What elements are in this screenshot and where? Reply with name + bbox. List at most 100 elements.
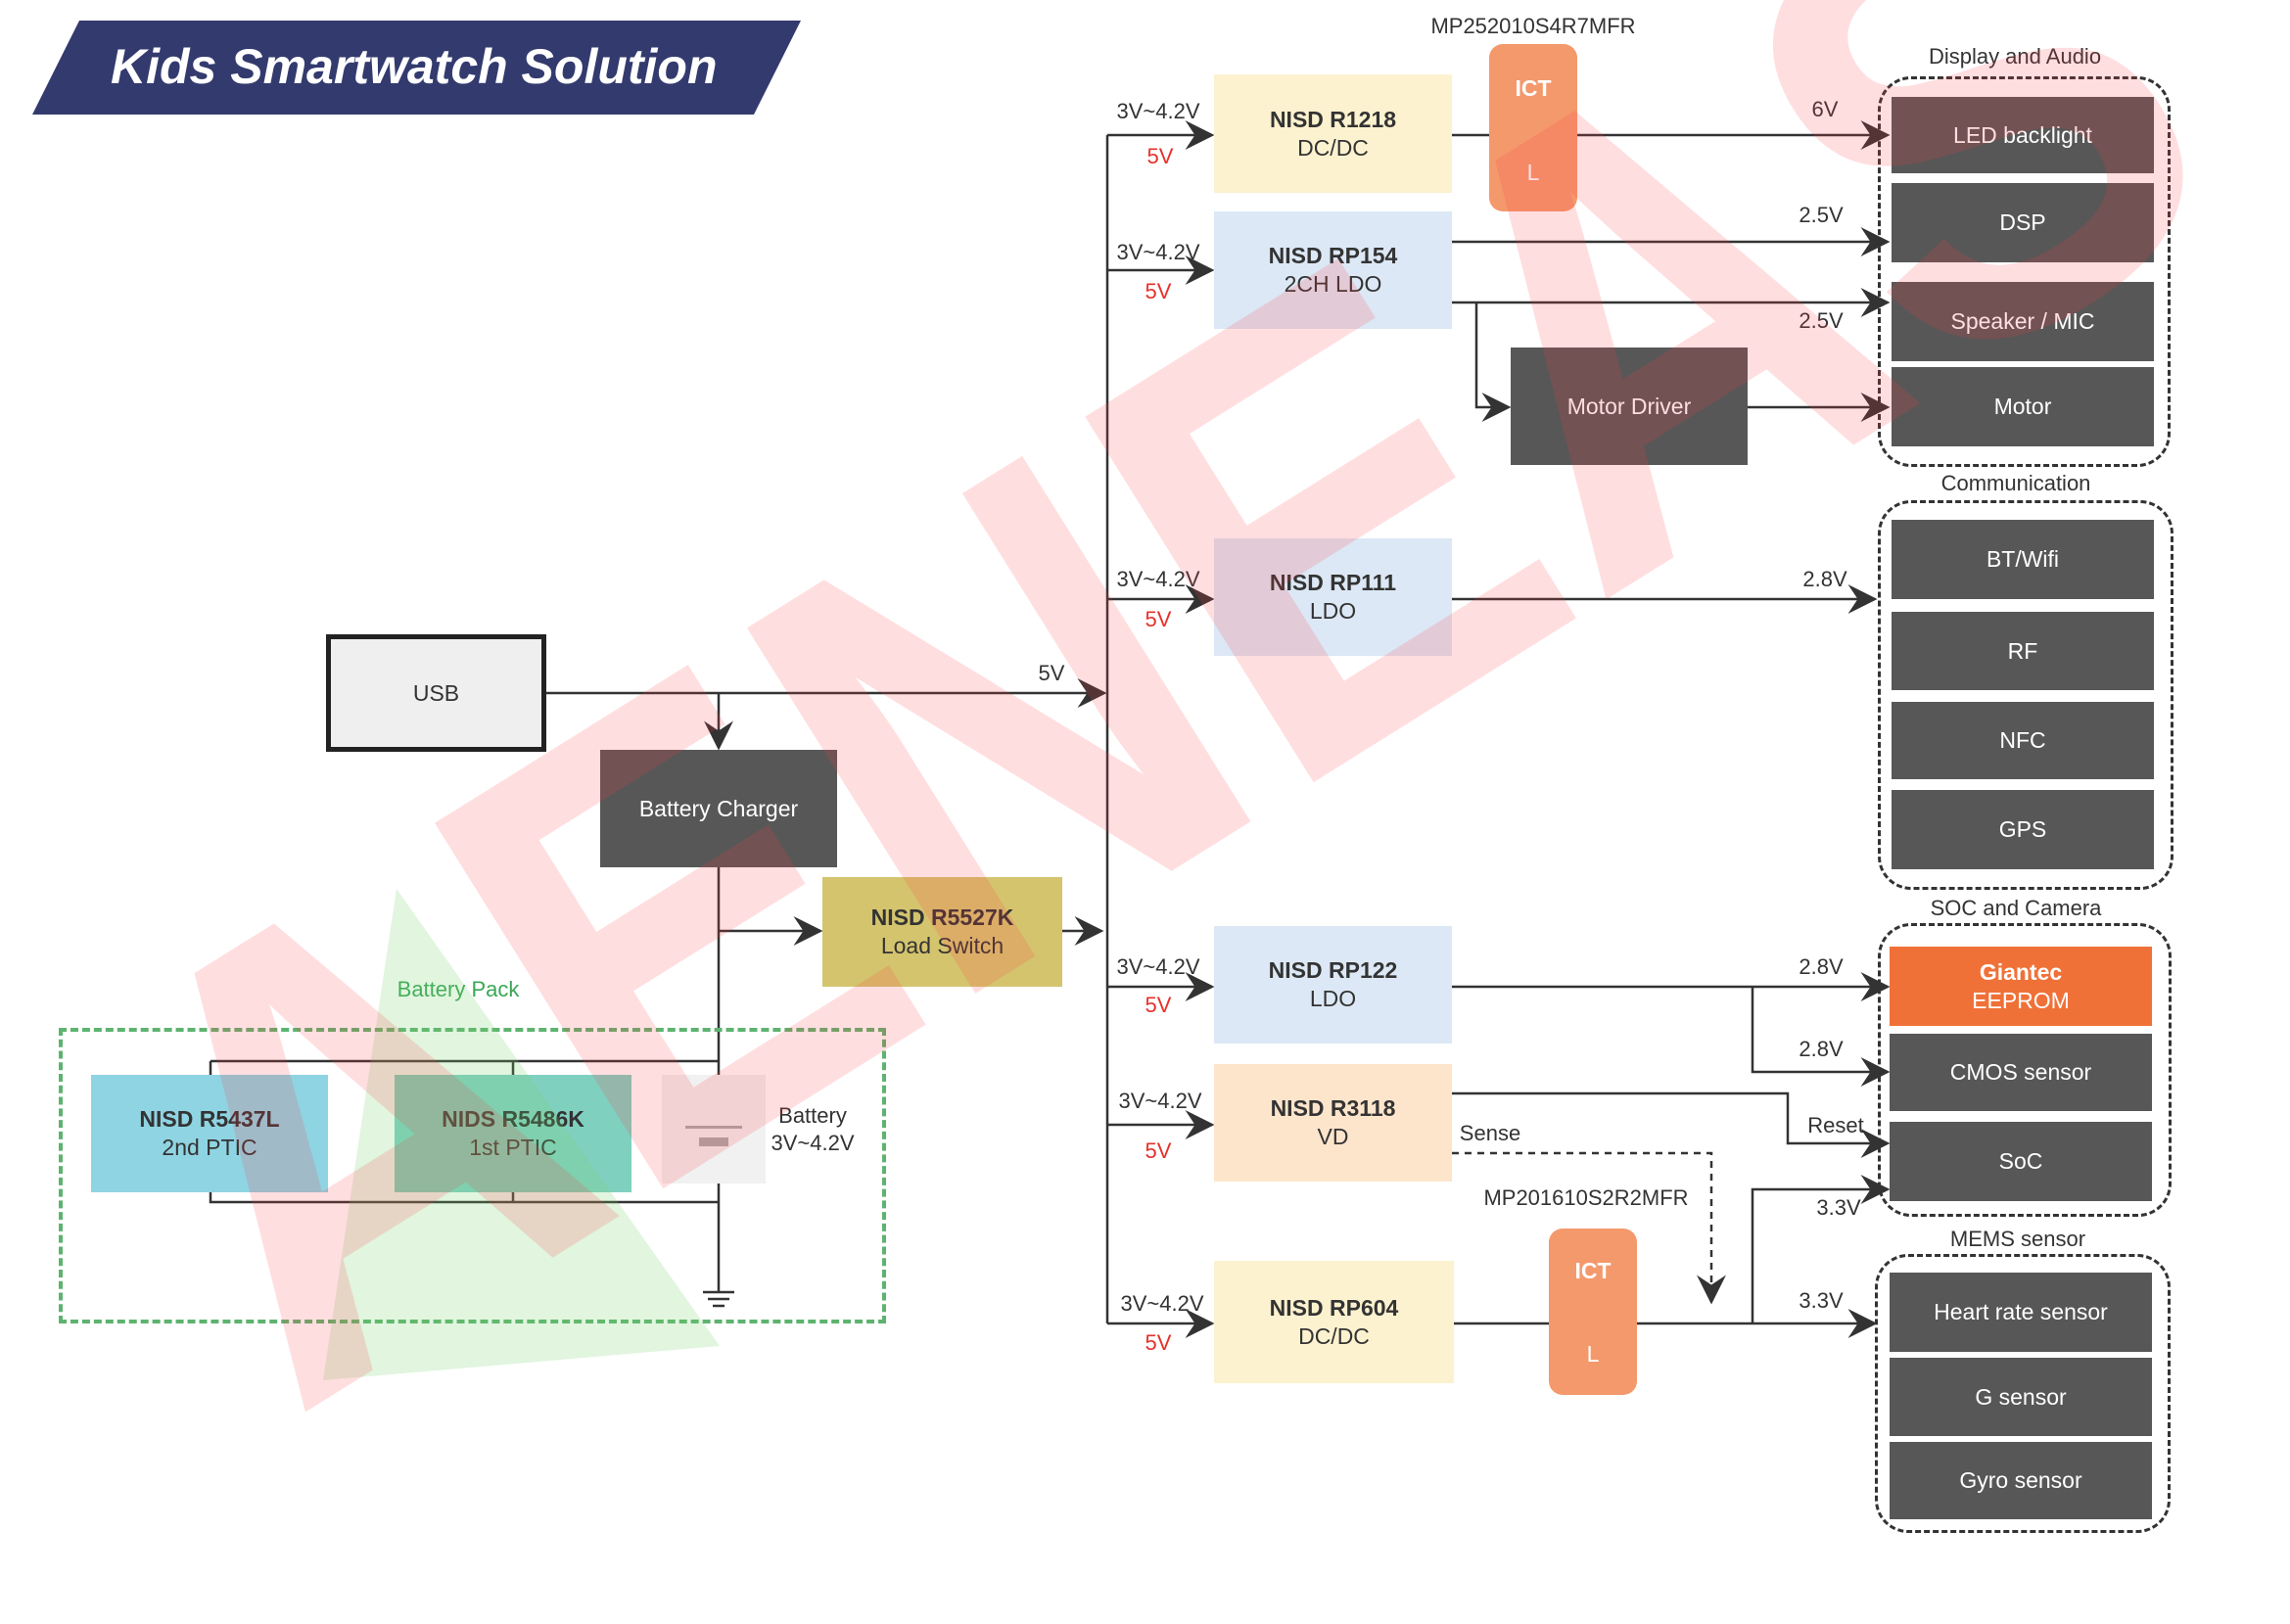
battery-voltage: 3V~4.2V bbox=[771, 1131, 855, 1155]
battery-pack-label: Battery Pack bbox=[397, 977, 520, 1001]
battery-cell-icon bbox=[662, 1075, 766, 1183]
block-label: BT/Wifi bbox=[1986, 546, 2060, 572]
ptic2-desc: 2nd PTIC bbox=[162, 1135, 257, 1160]
vbus-label: 5V bbox=[1146, 144, 1174, 168]
block-label: DSP bbox=[1999, 209, 2046, 235]
rail-2v8-cmos: 2.8V bbox=[1799, 1037, 1844, 1061]
sense-label: Sense bbox=[1459, 1121, 1521, 1145]
gyro-sensor-block: Gyro sensor bbox=[1890, 1442, 2152, 1519]
inductor-brand: ICT bbox=[1515, 75, 1552, 101]
vin-label: 3V~4.2V bbox=[1116, 954, 1200, 979]
speaker-mic-block: Speaker / MIC bbox=[1892, 282, 2154, 361]
regulator-name: NISD RP111 bbox=[1269, 570, 1397, 595]
group-mems bbox=[1875, 1254, 2171, 1533]
led-backlight-block: LED backlight bbox=[1892, 97, 2154, 173]
group-title-communication: Communication bbox=[1940, 471, 2091, 495]
block-label: LED backlight bbox=[1953, 121, 2092, 148]
motor-driver-block: Motor Driver bbox=[1511, 348, 1748, 465]
regulator-name: NISD RP122 bbox=[1268, 957, 1398, 983]
rail-3v3-mems: 3.3V bbox=[1799, 1288, 1844, 1313]
bus-5v-label: 5V bbox=[1038, 661, 1065, 685]
regulator-name: NISD R3118 bbox=[1270, 1095, 1396, 1121]
rail-2v8-comm: 2.8V bbox=[1802, 567, 1847, 591]
dsp-block: DSP bbox=[1892, 183, 2154, 262]
rail-2v5-speaker: 2.5V bbox=[1799, 308, 1844, 333]
ptic1-desc: 1st PTIC bbox=[469, 1135, 557, 1160]
group-communication bbox=[1878, 500, 2173, 890]
block-label: Speaker / MIC bbox=[1950, 308, 2095, 334]
soc-block: SoC bbox=[1890, 1122, 2152, 1201]
group-display-audio bbox=[1878, 76, 2171, 467]
cmos-sensor-block: CMOS sensor bbox=[1890, 1034, 2152, 1111]
group-title-soc-camera: SOC and Camera bbox=[1930, 896, 2102, 920]
page-title: Kids Smartwatch Solution bbox=[111, 39, 718, 94]
reset-label: Reset bbox=[1807, 1113, 1864, 1137]
banner-shape bbox=[32, 21, 801, 115]
vin-label: 3V~4.2V bbox=[1116, 240, 1200, 264]
heart-rate-sensor-block: Heart rate sensor bbox=[1890, 1273, 2152, 1352]
ptic1-block: NIDS R5486K 1st PTIC bbox=[395, 1075, 631, 1192]
ptic2-name: NISD R5437L bbox=[139, 1106, 280, 1132]
rail-2v5-dsp: 2.5V bbox=[1799, 203, 1844, 227]
block-label: Motor bbox=[1993, 394, 2052, 419]
inductor-symbol: L bbox=[1526, 160, 1540, 185]
rail-2v8-eeprom: 2.8V bbox=[1799, 954, 1844, 979]
block-label: SoC bbox=[1998, 1148, 2043, 1174]
inductor-brand: ICT bbox=[1574, 1258, 1612, 1283]
inductor-part-1: MP252010S4R7MFR bbox=[1430, 14, 1636, 38]
regulator-desc: LDO bbox=[1309, 598, 1357, 624]
rail-3v3-soc: 3.3V bbox=[1816, 1195, 1861, 1220]
g-sensor-block: G sensor bbox=[1890, 1358, 2152, 1436]
vin-label: 3V~4.2V bbox=[1116, 567, 1200, 591]
inductor-symbol: L bbox=[1586, 1341, 1600, 1367]
inductor-part-2: MP201610S2R2MFR bbox=[1483, 1185, 1689, 1210]
block-label: GPS bbox=[1998, 816, 2047, 842]
block-label: G sensor bbox=[1975, 1383, 2067, 1410]
title-banner: Kids Smartwatch Solution bbox=[32, 21, 801, 115]
battery-pack-group bbox=[59, 1028, 886, 1323]
eeprom-part: EEPROM bbox=[1972, 987, 2070, 1013]
battery-label: Battery bbox=[778, 1103, 847, 1128]
vin-label: 3V~4.2V bbox=[1116, 99, 1200, 123]
gps-block: GPS bbox=[1892, 790, 2154, 869]
block-label: RF bbox=[2007, 637, 2038, 664]
motor-block: Motor bbox=[1892, 367, 2154, 446]
group-title-mems: MEMS sensor bbox=[1949, 1227, 2086, 1251]
group-soc-camera bbox=[1878, 923, 2172, 1217]
vbus-label: 5V bbox=[1145, 1330, 1172, 1355]
regulator-desc: DC/DC bbox=[1297, 134, 1369, 161]
inductor-2: ICT L bbox=[1549, 1229, 1637, 1395]
vbus-label: 5V bbox=[1145, 607, 1172, 631]
usb-block: USB bbox=[326, 634, 546, 752]
battery-charger-block: Battery Charger bbox=[600, 750, 837, 867]
vin-label: 3V~4.2V bbox=[1118, 1089, 1202, 1113]
group-title-display-audio: Display and Audio bbox=[1928, 44, 2102, 69]
block-label: Gyro sensor bbox=[1959, 1467, 2082, 1493]
ptic1-name: NIDS R5486K bbox=[442, 1106, 584, 1132]
battery-charger-label: Battery Charger bbox=[638, 795, 799, 821]
nfc-block: NFC bbox=[1892, 702, 2154, 779]
load-switch-desc: Load Switch bbox=[880, 933, 1005, 958]
regulator-desc: VD bbox=[1317, 1124, 1349, 1149]
block-label: CMOS sensor bbox=[1949, 1059, 2092, 1085]
usb-label: USB bbox=[412, 679, 460, 706]
vbus-label: 5V bbox=[1145, 1138, 1172, 1163]
inductor-1: ICT L bbox=[1489, 44, 1577, 211]
bt-wifi-block: BT/Wifi bbox=[1892, 520, 2154, 599]
motor-driver-label: Motor Driver bbox=[1566, 393, 1692, 419]
regulator-name: NISD RP604 bbox=[1269, 1294, 1399, 1321]
vbus-label: 5V bbox=[1145, 993, 1172, 1017]
regulator-desc: DC/DC bbox=[1298, 1322, 1370, 1349]
regulator-name: NISD R1218 bbox=[1269, 106, 1397, 132]
regulator-desc: 2CH LDO bbox=[1284, 271, 1382, 297]
vin-label: 3V~4.2V bbox=[1120, 1291, 1204, 1316]
rail-6v: 6V bbox=[1811, 97, 1839, 121]
